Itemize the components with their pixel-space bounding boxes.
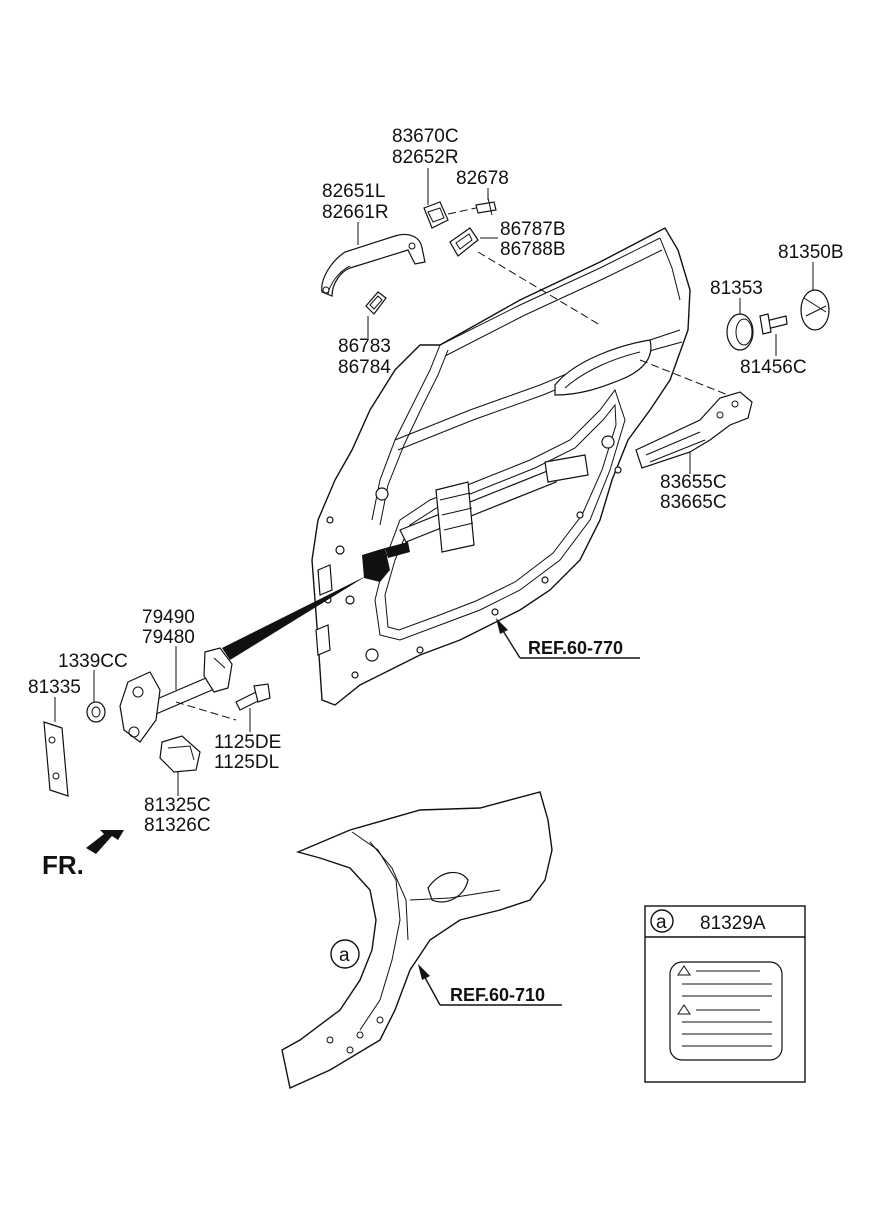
bracket-81335 <box>43 721 69 797</box>
label-82652r: 82652R <box>392 147 459 168</box>
latch-83655c <box>635 391 753 469</box>
location-wedge <box>222 575 368 660</box>
label-81456c: 81456C <box>740 357 807 378</box>
label-81353: 81353 <box>710 278 763 299</box>
front-indicator: FR. <box>42 850 84 880</box>
outside-handle <box>321 233 426 297</box>
label-callout-box <box>644 905 806 1083</box>
label-81329a: 81329A <box>700 913 766 934</box>
label-83670c: 83670C <box>392 126 459 147</box>
label-82661r: 82661R <box>322 202 389 223</box>
label-79480: 79480 <box>142 627 195 648</box>
front-arrow-icon <box>86 830 124 854</box>
label-86787b: 86787B <box>500 219 566 240</box>
label-86783: 86783 <box>338 336 391 357</box>
bolt-1125de <box>175 683 271 721</box>
gasket-86787b <box>449 227 479 257</box>
label-81326c: 81326C <box>144 815 211 836</box>
cap-81353 <box>726 313 754 351</box>
screw-82678 <box>447 197 497 216</box>
quarter-panel <box>281 791 553 1089</box>
label-82651l: 82651L <box>322 181 385 202</box>
rear-door-panel <box>311 227 691 706</box>
callout-letter-quarter: a <box>339 945 350 966</box>
callout-circle-box <box>650 909 674 933</box>
striker-81350b <box>800 289 830 331</box>
label-1125de: 1125DE <box>214 732 281 753</box>
ref-quarter: REF.60-710 <box>450 985 545 1005</box>
bolt-81456c <box>759 313 788 335</box>
door-checker <box>119 647 233 743</box>
label-81350b: 81350B <box>778 242 844 263</box>
leader-lines <box>54 168 814 1006</box>
part-labels: 83670C 82652R 82678 82651L 82661R 86787B… <box>28 126 844 1005</box>
label-83665c: 83665C <box>660 492 727 513</box>
label-86788b: 86788B <box>500 239 566 260</box>
callout-letter-box: a <box>656 912 667 933</box>
label-79490: 79490 <box>142 607 195 628</box>
handle-cap <box>423 201 449 229</box>
cover-81325c <box>159 735 201 773</box>
ref-door: REF.60-770 <box>528 638 623 658</box>
label-82678: 82678 <box>456 168 509 189</box>
label-1125dl: 1125DL <box>214 752 279 773</box>
gasket-86783 <box>365 291 387 315</box>
label-81325c: 81325C <box>144 795 211 816</box>
label-83655c: 83655C <box>660 472 727 493</box>
label-1339cc: 1339CC <box>58 651 128 672</box>
label-86784: 86784 <box>338 357 391 378</box>
label-81335: 81335 <box>28 677 81 698</box>
callout-circle-quarter <box>330 939 360 969</box>
nut-1339cc <box>86 701 106 723</box>
